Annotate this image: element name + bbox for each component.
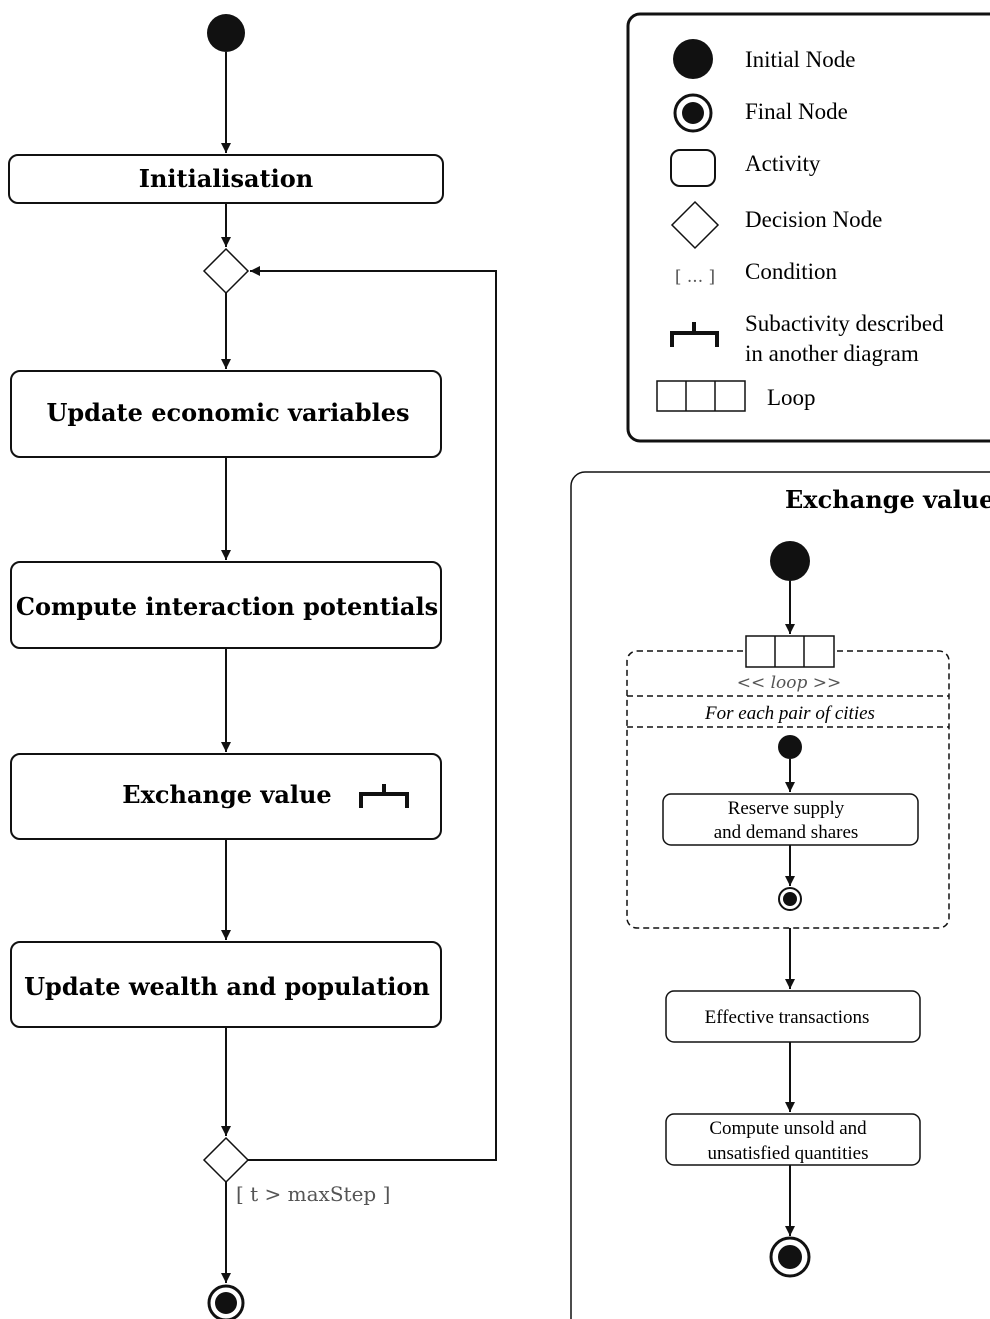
legend-condition-symbol: [ ... ] [675, 267, 715, 287]
loop-stereotype: << loop >> [737, 673, 842, 693]
loop-final-node [778, 887, 802, 911]
decision-node-top [202, 247, 250, 295]
loop-region: << loop >> For each pair of cities Reser… [626, 635, 950, 929]
activity-label: Initialisation [139, 164, 314, 193]
activity-label: Update wealth and population [24, 972, 430, 1001]
activity-label: Update economic variables [46, 398, 409, 427]
activity-reserve-supply: Reserve supply and demand shares [662, 793, 919, 846]
legend-condition-label: Condition [745, 259, 838, 284]
activity-update-wealth-and-population: Update wealth and population [10, 941, 442, 1028]
legend-initial-node-label: Initial Node [745, 47, 856, 72]
subactivity-icon [359, 784, 409, 808]
legend-loop-symbol [656, 380, 746, 412]
legend-activity-symbol [670, 149, 716, 187]
activity-label-line1: Reserve supply [728, 798, 845, 819]
activity-label: Exchange value [122, 780, 331, 809]
activity-label-line1: Compute unsold and [709, 1118, 867, 1139]
decision-node-bottom [202, 1136, 250, 1184]
legend-initial-node-symbol [673, 39, 713, 79]
subdiagram-exchange-value: Exchange value << loop >> For each pair … [570, 471, 990, 1319]
activity-label: Compute interaction potentials [16, 592, 438, 621]
initial-node [207, 14, 245, 52]
final-node [207, 1284, 245, 1319]
legend-loop-label: Loop [767, 385, 816, 410]
legend-final-node-symbol [673, 93, 713, 133]
activity-update-economic-variables: Update economic variables [10, 370, 442, 458]
activity-compute-unsold: Compute unsold and unsatisfied quantitie… [665, 1113, 921, 1166]
legend-final-node-label: Final Node [745, 99, 848, 124]
activity-effective-transactions: Effective transactions [665, 990, 921, 1043]
legend-decision-symbol [670, 200, 720, 250]
loop-condition: For each pair of cities [704, 703, 875, 724]
activity-label-line2: unsatisfied quantities [708, 1143, 869, 1164]
loop-initial-node [778, 735, 802, 759]
guard-condition: [ t > maxStep ] [236, 1182, 390, 1206]
legend-subactivity-label-line1: Subactivity described [745, 311, 944, 336]
legend-decision-label: Decision Node [745, 207, 882, 232]
loop-back-edge [248, 266, 497, 1161]
legend-subactivity-label-line2: in another diagram [745, 341, 919, 366]
activity-compute-interaction-potentials: Compute interaction potentials [10, 561, 442, 649]
activity-label-line2: and demand shares [714, 822, 859, 843]
sub-initial-node [770, 541, 810, 581]
loop-symbol [745, 635, 835, 668]
activity-initialisation: Initialisation [8, 154, 444, 204]
subdiagram-title: Exchange value [785, 485, 990, 514]
legend-activity-label: Activity [745, 151, 821, 176]
activity-label: Effective transactions [705, 1007, 870, 1028]
sub-final-node [769, 1236, 811, 1278]
activity-exchange-value: Exchange value [10, 753, 442, 840]
legend-subactivity-symbol [670, 322, 719, 347]
legend: Initial Node Final Node Activity Decisio… [626, 12, 990, 443]
